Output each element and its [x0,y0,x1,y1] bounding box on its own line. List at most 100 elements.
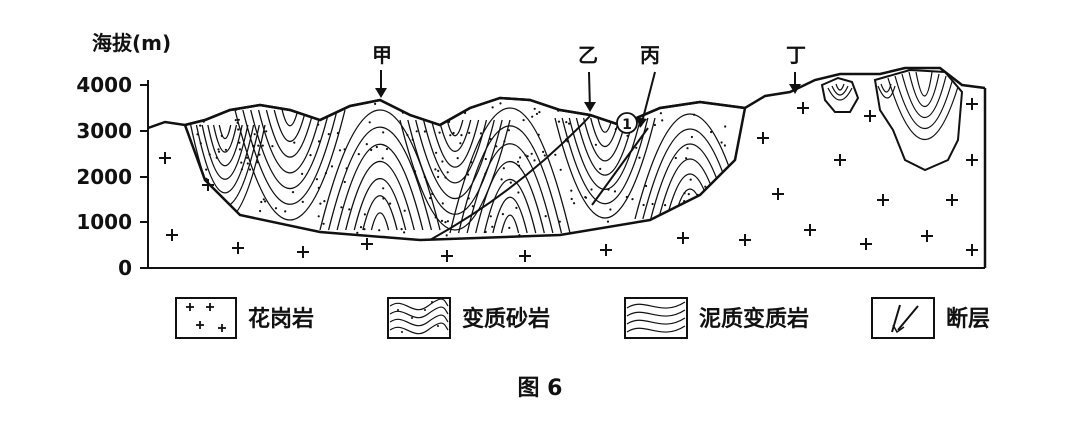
sand-dot [460,134,463,137]
granite-cross [600,244,612,256]
sand-dot [403,209,406,212]
sand-dot [274,207,278,210]
sand-dot [519,156,522,159]
sand-dot [189,167,192,170]
granite-cross [966,244,978,256]
sand-dot [467,197,470,200]
sand-dot [222,202,225,205]
granite-cross [677,232,689,244]
sand-dot [256,224,259,227]
sand-dot [468,131,471,134]
sand-dot [522,119,525,122]
sand-dot [508,226,511,229]
sand-dot [524,154,527,157]
fold-arc [265,109,315,158]
sand-dot [665,103,668,106]
sand-dot [661,119,664,122]
sand-dot [517,164,521,167]
sand-dot [463,177,466,180]
sand-dot [365,143,368,146]
arrowhead-ding [789,84,801,94]
sand-dot [568,122,571,125]
fold-arc [353,178,407,231]
sand-dot [635,146,638,149]
marker-yi: 乙 [578,43,598,112]
sand-dot [489,215,492,218]
sand-dot [281,99,284,102]
sand-dot [685,157,688,160]
fold-lines [185,107,745,234]
sand-dot [437,175,440,178]
fold-arc [185,124,266,221]
legend-label-meta-sandstone: 变质砂岩 [462,306,550,332]
granite-cross [946,194,958,206]
label-bing: 丙 [640,43,660,67]
sand-dot [444,176,447,179]
fold-arc [362,195,398,231]
sand-dot [516,160,520,163]
fold-arc [212,124,238,153]
fold-arc [650,143,730,220]
sand-dot [440,219,444,222]
sand-dot [459,142,462,145]
sand-dot [535,112,539,115]
sand-dot [724,125,727,128]
sand-dot [378,229,381,232]
terrain-surface [147,66,986,130]
legend: 花岗岩 变质砂岩 泥质变 [175,297,990,339]
sand-dot [683,192,686,195]
marker-jia: 甲 [372,43,392,98]
sand-dot [484,230,487,234]
sand-dot [645,184,648,188]
fault-arrow-icon [897,305,919,331]
sand-dot [707,219,711,222]
sand-dot [317,186,320,189]
fold-arc [438,119,472,153]
sand-dot [651,202,654,206]
sand-dot [382,131,385,134]
sand-dot [685,231,688,234]
sand-dot [557,120,561,123]
legend-swatch-argillaceous-meta [624,297,688,339]
sand-dot [526,155,529,158]
sand-dot [319,202,322,205]
sand-dot [240,168,243,171]
sand-dot [570,197,573,201]
sand-dot [324,172,327,175]
sand-dot [232,221,236,225]
sand-dot [258,153,261,156]
sand-dot [470,161,473,164]
sand-dot [407,103,410,106]
sand-dot [518,234,521,237]
sand-dot [389,202,392,205]
fault-line-minor [591,127,649,206]
sand-dot [284,236,287,240]
tick-label-1000: 1000 [76,210,132,234]
tick-label-3000: 3000 [76,119,132,143]
sand-dot [484,172,487,175]
sand-dot [704,185,707,188]
sand-dot [238,148,242,151]
sand-dot [385,147,389,151]
granite-cross [232,242,244,254]
fold-arc [554,117,656,219]
fold-arc [590,117,620,148]
fold-arc [681,203,699,220]
sand-dot [594,143,598,146]
sand-dot [533,159,536,162]
sand-dot [248,168,252,171]
granite-cross [860,238,872,250]
sand-dot [435,109,438,112]
sand-dot [445,99,448,102]
sand-dot [259,209,262,213]
arrowhead-bing [636,117,647,128]
sand-dot [191,235,194,239]
granite-cross [797,102,809,114]
fold-arc [446,119,464,137]
sand-dot [507,129,510,132]
sand-dot [287,105,290,109]
sand-dot [237,118,240,121]
label-yi: 乙 [578,43,598,67]
granite-crosses [159,98,978,262]
sand-dot [246,162,249,165]
